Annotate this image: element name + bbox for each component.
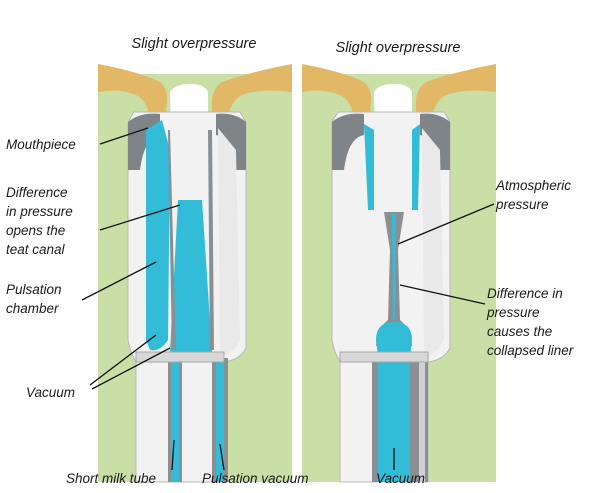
- label-atmospheric-line2: pressure: [495, 197, 549, 212]
- label-short-milk-tube: Short milk tube: [66, 471, 156, 486]
- label-difference-teat-canal: Difference in pressure opens the teat ca…: [6, 185, 73, 257]
- label-collapsed-line4: collapsed liner: [487, 343, 574, 358]
- label-vacuum-left: Vacuum: [26, 385, 75, 400]
- label-difference-line1: Difference: [6, 185, 68, 200]
- label-pulsation-line1: Pulsation: [6, 282, 62, 297]
- label-difference-line2: in pressure: [6, 204, 73, 219]
- label-difference-line4: teat canal: [6, 242, 66, 257]
- label-collapsed-liner: Difference in pressure causes the collap…: [486, 286, 574, 358]
- label-pulsation-vacuum: Pulsation vacuum: [202, 471, 309, 486]
- right-top-label: Slight overpressure: [336, 40, 461, 56]
- label-pulsation-line2: chamber: [6, 301, 59, 316]
- right-base-collar: [340, 352, 428, 362]
- label-atmospheric-line1: Atmospheric: [495, 178, 571, 193]
- label-atmospheric-pressure: Atmospheric pressure: [495, 178, 571, 212]
- label-collapsed-line3: causes the: [487, 324, 552, 339]
- left-top-label: Slight overpressure: [132, 36, 257, 52]
- label-collapsed-line2: pressure: [486, 305, 540, 320]
- label-pulsation-chamber: Pulsation chamber: [6, 282, 62, 316]
- label-collapsed-line1: Difference in: [487, 286, 563, 301]
- right-panel: [302, 12, 496, 482]
- label-vacuum-right: Vacuum: [376, 471, 425, 486]
- right-pulsation-tube-inner: [419, 358, 425, 482]
- left-pulsation-chamber-fill: [146, 120, 170, 350]
- left-panel: [98, 12, 292, 482]
- right-vacuum-bulb: [376, 322, 412, 356]
- label-difference-line3: opens the: [6, 223, 65, 238]
- label-mouthpiece: Mouthpiece: [6, 137, 76, 152]
- left-base-collar: [136, 352, 224, 362]
